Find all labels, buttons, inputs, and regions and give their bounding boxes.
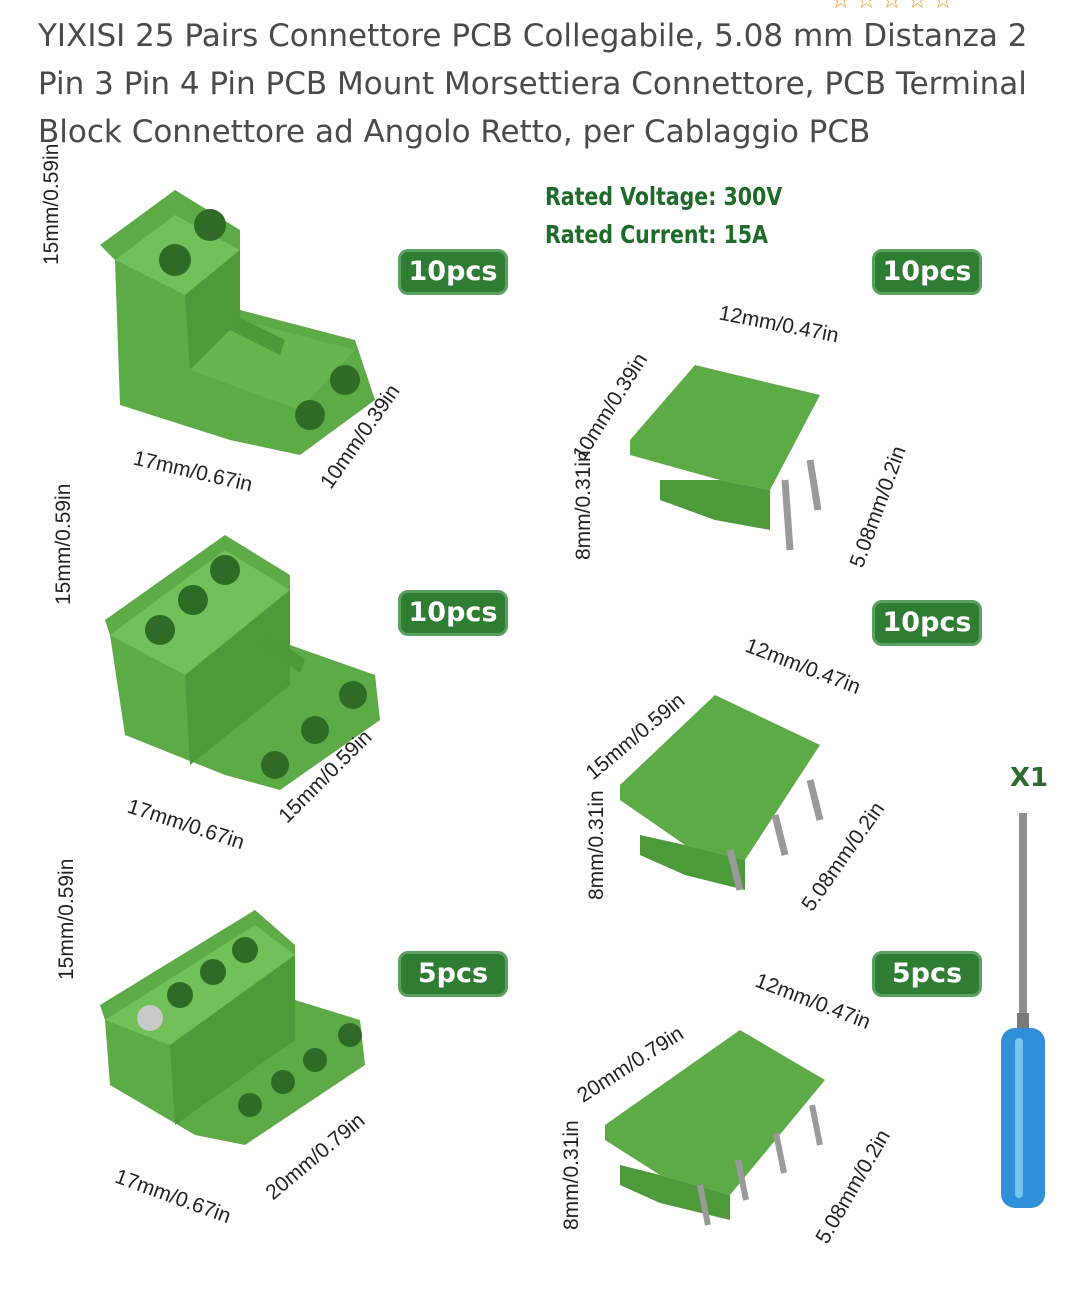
header-3pin-image [620, 695, 824, 891]
header-2pin-image [630, 365, 822, 551]
dimension-label: 8mm/0.31in [585, 790, 608, 900]
product-image[interactable]: Rated Voltage: 300V Rated Current: 15A 1… [0, 144, 1079, 1291]
dimension-label: 17mm/0.67in [124, 794, 248, 855]
dimension-label: 8mm/0.31in [572, 450, 595, 560]
dimension-label: 8mm/0.31in [560, 1120, 583, 1230]
header-4pin-image [605, 1030, 825, 1226]
product-title: YIXISI 25 Pairs Connettore PCB Collegabi… [38, 18, 1028, 150]
quantity-badge: 10pcs [398, 249, 508, 295]
dimension-label: 15mm/0.59in [52, 483, 75, 605]
quantity-badge: 5pcs [872, 951, 982, 997]
rating-stars: ☆☆☆☆☆ [830, 0, 958, 14]
rated-current: Rated Current: 15A [545, 220, 769, 249]
plug-2pin-image [100, 190, 375, 455]
screwdriver-image [1001, 813, 1045, 1208]
plug-3pin-image [105, 535, 380, 790]
quantity-badge: 10pcs [398, 590, 508, 636]
quantity-badge: 5pcs [398, 951, 508, 997]
quantity-badge: 10pcs [872, 249, 982, 295]
dimension-label: 12mm/0.47in [717, 301, 841, 348]
dimension-label: 5.08mm/0.2in [845, 443, 911, 571]
dimension-label: 15mm/0.59in [40, 143, 63, 265]
quantity-badge: 10pcs [872, 600, 982, 646]
plug-4pin-image [100, 910, 365, 1145]
dimension-label: 15mm/0.59in [55, 858, 78, 980]
dimension-label: 17mm/0.67in [111, 1164, 234, 1229]
quantity-label: X1 [1010, 763, 1049, 793]
rated-voltage: Rated Voltage: 300V [545, 182, 783, 211]
